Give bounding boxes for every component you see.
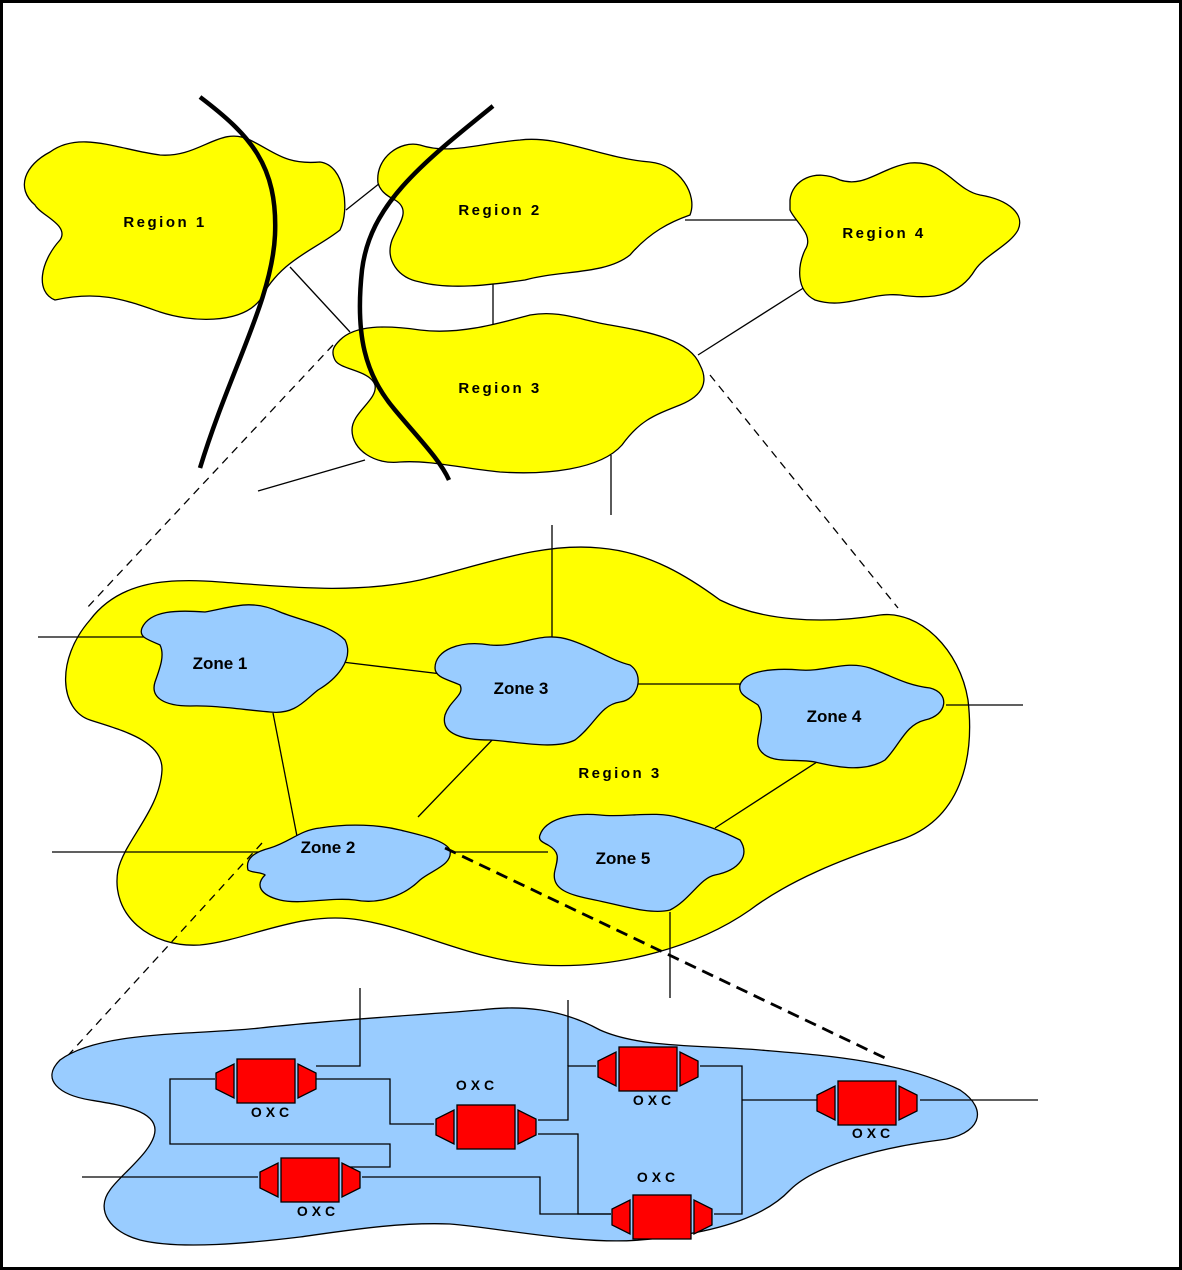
zone-1: Zone 1 <box>140 604 349 713</box>
oxc-4-label: OXC <box>852 1125 894 1141</box>
oxc-1-body <box>236 1058 296 1104</box>
oxc-1-left-port <box>215 1062 235 1100</box>
oxc-2-right-port <box>517 1108 537 1146</box>
oxc-2-left-port <box>435 1108 455 1146</box>
oxc-nodes <box>215 1046 918 1240</box>
zone-3-shape <box>434 636 639 746</box>
region-4-shape <box>789 162 1021 304</box>
oxc-3-body <box>618 1046 678 1092</box>
zoom-line-zone-right <box>444 846 886 1060</box>
oxc-5-right-port <box>341 1161 361 1199</box>
zone-links <box>38 525 1023 998</box>
oxc-4-right-port <box>898 1084 918 1122</box>
zone-4: Zone 4 <box>739 664 945 769</box>
region-3: Region 3 <box>332 312 705 474</box>
link-oxc2-oxc3 <box>538 1065 596 1121</box>
zone-5: Zone 5 <box>538 813 745 912</box>
link-oxc5-oxc6 <box>362 1176 611 1215</box>
zoom-line-region-left <box>84 344 334 611</box>
region-detail: Zone 1 Zone 3 Zone 4 Zone 2 Zone 5 Regio… <box>38 525 1023 998</box>
link-oxc1-oxc2 <box>316 1078 434 1125</box>
oxc-3-label: OXC <box>633 1092 675 1108</box>
oxc-6-right-port <box>693 1198 713 1236</box>
region-4: Region 4 <box>789 162 1021 304</box>
link-oxc1-external-up <box>316 988 361 1067</box>
oxc-1-label: OXC <box>251 1104 293 1120</box>
oxc-5-label: OXC <box>297 1203 339 1219</box>
link-oxc1-oxc5 <box>169 1078 391 1168</box>
top-level-network: Region 1 Region 2 Region 4 Region 3 <box>23 95 1021 515</box>
region-links <box>257 182 808 515</box>
oxc-3-right-port <box>679 1050 699 1088</box>
zone-2-label: Zone 2 <box>301 838 356 857</box>
region-3-label: Region 3 <box>458 380 541 397</box>
oxc-node-1 <box>215 1058 317 1104</box>
domain-boundary-curve-1 <box>197 95 278 469</box>
link-zone1-zone3 <box>341 661 451 676</box>
region-1-label: Region 1 <box>123 214 206 231</box>
domain-boundaries <box>197 95 495 481</box>
link-region1-region3 <box>289 266 351 333</box>
oxc-2-label: OXC <box>456 1077 498 1093</box>
zoom-line-zone-left <box>61 842 263 1063</box>
oxc-node-2 <box>435 1104 537 1150</box>
zoom-line-region-right <box>709 374 899 609</box>
oxc-3-left-port <box>597 1050 617 1088</box>
zoom-lines-region <box>84 344 899 611</box>
zone-1-shape <box>140 604 349 713</box>
oxc-node-3 <box>597 1046 699 1092</box>
zone-5-label: Zone 5 <box>596 849 651 868</box>
oxc-2-body <box>456 1104 516 1150</box>
oxc-links <box>82 988 1038 1215</box>
zoom-lines-zone <box>61 842 886 1063</box>
zone-1-label: Zone 1 <box>193 654 248 673</box>
oxc-1-right-port <box>297 1062 317 1100</box>
link-region3-region4 <box>697 286 806 356</box>
region-2-shape <box>377 138 693 287</box>
oxc-5-body <box>280 1157 340 1203</box>
link-region3-external-left <box>257 459 366 492</box>
zone-2-shape <box>246 824 451 903</box>
region-detail-label: Region 3 <box>578 765 661 782</box>
oxc-4-body <box>837 1080 897 1126</box>
oxc-node-6 <box>611 1194 713 1240</box>
oxc-node-5 <box>259 1157 361 1203</box>
zone-3: Zone 3 <box>434 636 639 746</box>
zone-2: Zone 2 <box>246 824 451 903</box>
oxc-6-label: OXC <box>637 1169 679 1185</box>
link-zone4-zone5 <box>714 759 821 829</box>
region-3-shape <box>332 312 705 474</box>
domain-boundary-curve-2 <box>357 104 495 481</box>
region-2-label: Region 2 <box>458 202 541 219</box>
link-region1-region2 <box>345 182 381 211</box>
zone-3-label: Zone 3 <box>494 679 549 698</box>
oxc-4-left-port <box>816 1084 836 1122</box>
oxc-6-body <box>632 1194 692 1240</box>
zone-5-shape <box>538 813 745 912</box>
oxc-5-left-port <box>259 1161 279 1199</box>
link-oxc3-oxc6 <box>700 1065 743 1215</box>
oxc-node-4 <box>816 1080 918 1126</box>
region-4-label: Region 4 <box>842 225 925 242</box>
zone-4-shape <box>739 664 945 769</box>
link-zone3-zone2 <box>417 736 496 818</box>
region-2: Region 2 <box>377 138 693 287</box>
zone-detail: OXC OXC OXC OXC OXC OXC <box>51 988 1038 1246</box>
zone-4-label: Zone 4 <box>807 707 862 726</box>
oxc-6-left-port <box>611 1198 631 1236</box>
